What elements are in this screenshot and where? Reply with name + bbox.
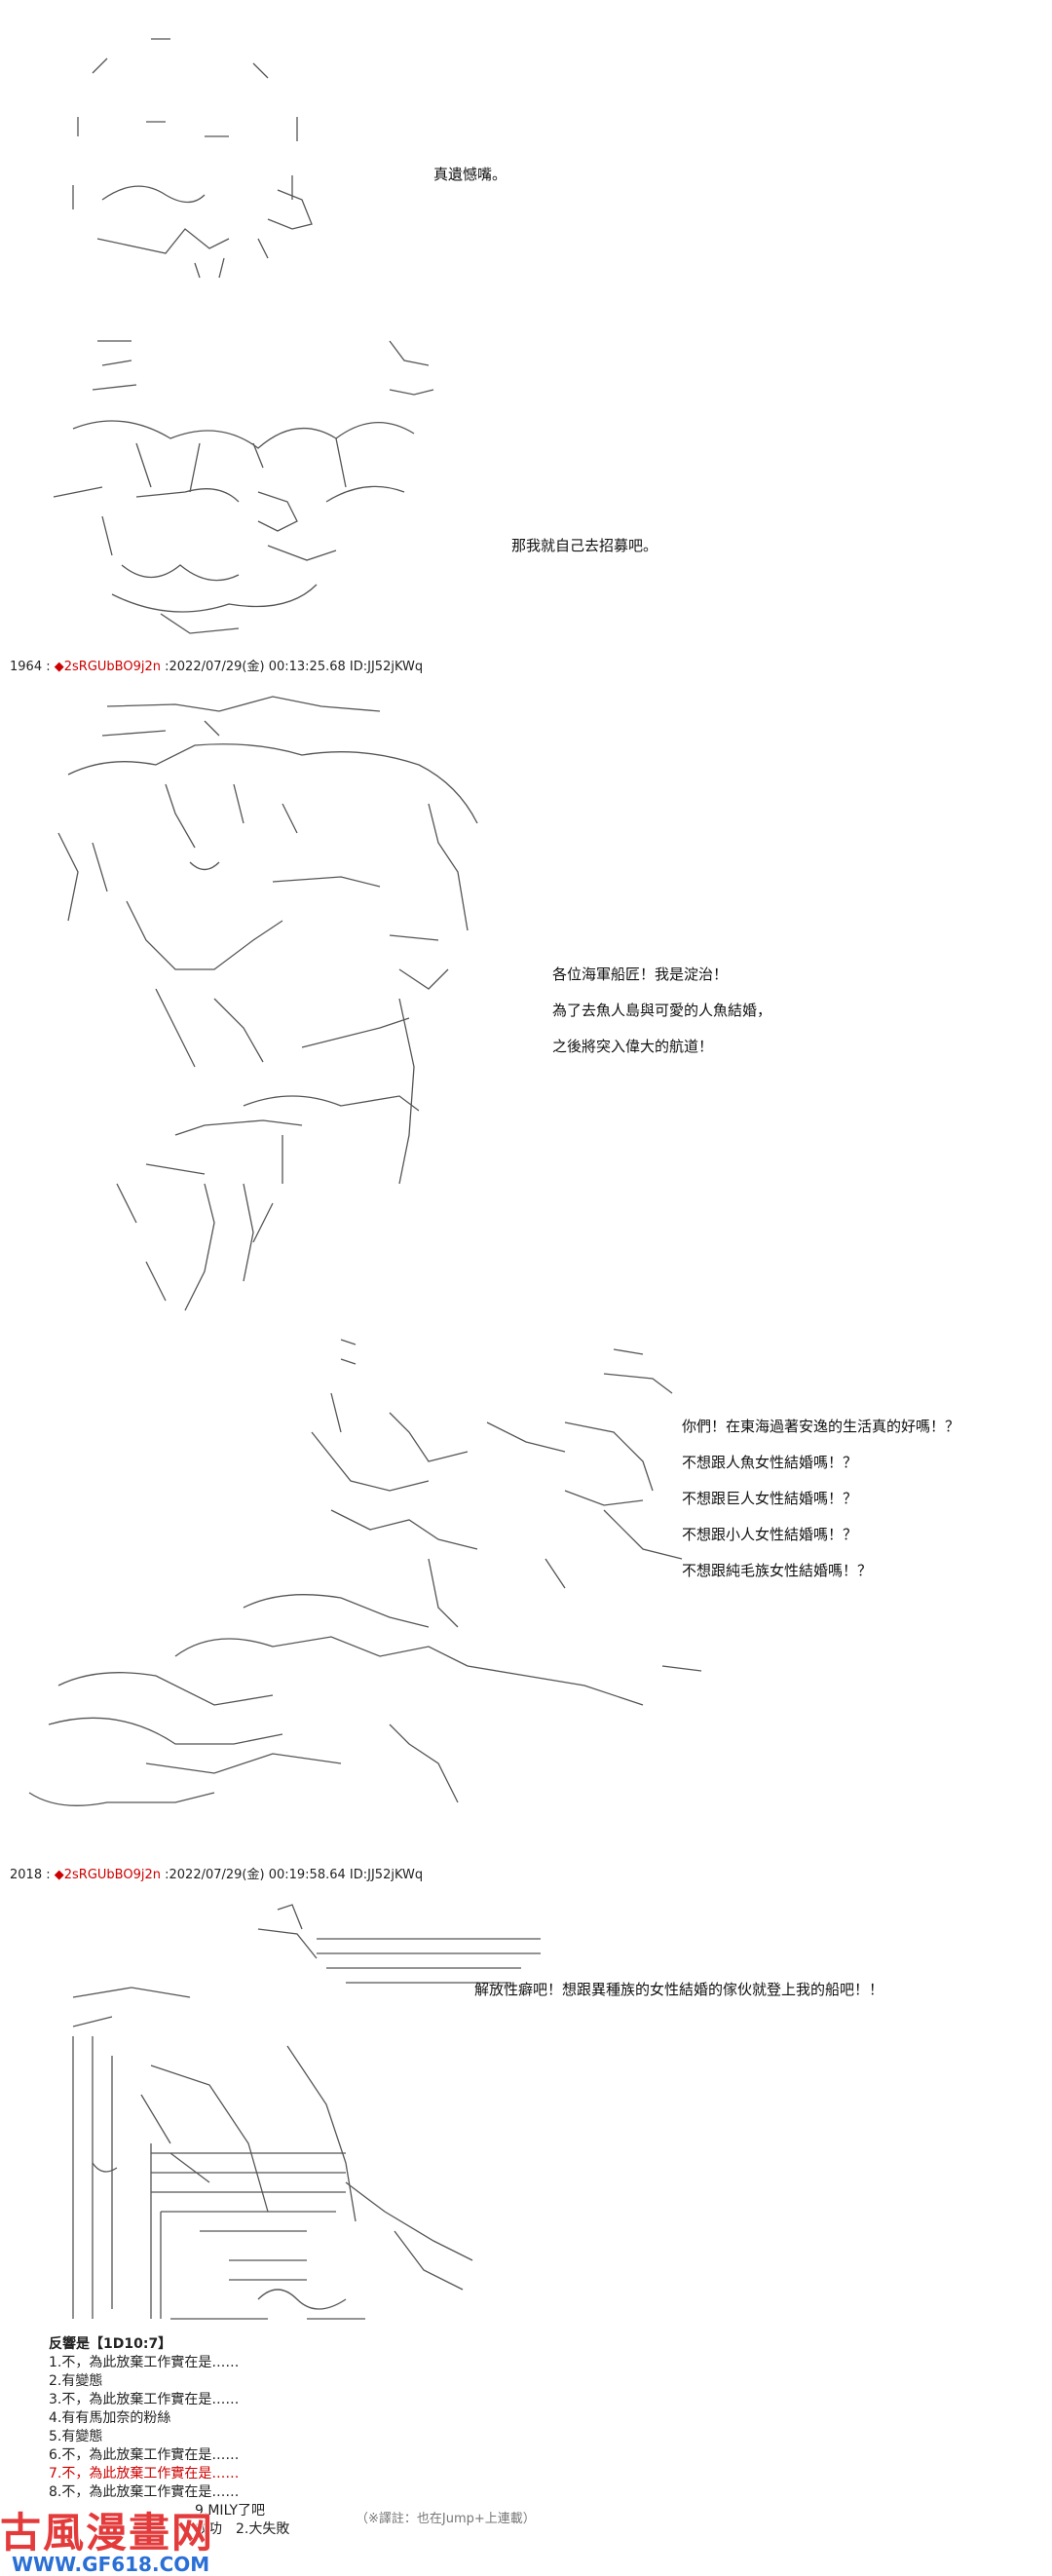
dialogue-line: 為了去魚人島與可愛的人魚結婚， <box>552 1002 772 1019</box>
ascii-art-ship-scene <box>54 1890 560 2329</box>
list-item: 4.有有馬加奈的粉絲 <box>49 2410 171 2426</box>
post-header: 1964 : ◆2sRGUbBO9j2n :2022/07/29(金) 00:1… <box>10 660 424 674</box>
watermark-url[interactable]: WWW.GF618.COM <box>12 2553 210 2576</box>
trip-diamond-icon: ◆ <box>54 1868 64 1882</box>
dialogue-line: 不想跟人魚女性結婚嗎！？ <box>682 1454 858 1471</box>
post-number: 1964 <box>10 660 43 674</box>
dialogue-line: 不想跟純毛族女性結婚嗎！？ <box>682 1562 873 1579</box>
trip-diamond-icon: ◆ <box>54 660 64 674</box>
list-item: 5.有變態 <box>49 2429 103 2444</box>
list-item: 2.有變態 <box>49 2373 103 2389</box>
dialogue-line: 解放性癖吧！想跟異種族的女性結婚的傢伙就登上我的船吧！！ <box>474 1981 884 1998</box>
reaction-list: 反響是【1D10:7】 1.不，為此放棄工作實在是…… 2.有變態 3.不，為此… <box>49 2335 289 2539</box>
ascii-art-face-1 <box>58 29 370 283</box>
post-trip[interactable]: 2sRGUbBO9j2n <box>63 1868 161 1882</box>
post-datetime: :2022/07/29(金) 00:13:25.68 ID:JJ52jKWq <box>165 660 424 674</box>
list-item-highlighted: 7.不，為此放棄工作實在是…… <box>49 2466 240 2481</box>
ascii-art-shouting-man <box>49 677 536 1320</box>
dialogue-line: 各位海軍船匠！我是淀治！ <box>552 966 729 983</box>
post-datetime: :2022/07/29(金) 00:19:58.64 ID:JJ52jKWq <box>165 1868 424 1882</box>
reaction-heading: 反響是【1D10:7】 <box>49 2336 172 2352</box>
dialogue-line: 真遺憾嘴。 <box>433 166 507 183</box>
dialogue-line: 不想跟小人女性結婚嗎！？ <box>682 1526 858 1543</box>
ascii-art-face-2 <box>44 322 463 643</box>
watermark-title: 古風漫畫网 <box>0 2509 215 2557</box>
translator-note: （※譯註：也在Jump+上連載） <box>356 2512 536 2526</box>
ascii-art-speech-scene <box>19 1335 740 1822</box>
list-item: 9.MILY了吧 <box>195 2503 266 2519</box>
list-item: 8.不，為此放棄工作實在是…… <box>49 2484 240 2500</box>
dialogue-line: 那我就自己去招募吧。 <box>511 537 658 554</box>
list-item: 3.不，為此放棄工作實在是…… <box>49 2392 240 2407</box>
list-item: 成功 2.大失敗 <box>195 2521 290 2537</box>
watermark: 古風漫畫网 WWW.GF618.COM <box>0 2509 215 2576</box>
list-item: 1.不，為此放棄工作實在是…… <box>49 2355 240 2370</box>
list-item: 6.不，為此放棄工作實在是…… <box>49 2447 240 2463</box>
post-number: 2018 <box>10 1868 43 1882</box>
post-trip[interactable]: 2sRGUbBO9j2n <box>63 660 161 674</box>
dialogue-line: 不想跟巨人女性結婚嗎！？ <box>682 1490 858 1507</box>
dialogue-line: 之後將突入偉大的航道！ <box>552 1038 714 1055</box>
dialogue-line: 你們！在東海過著安逸的生活真的好嗎！？ <box>682 1418 960 1435</box>
post-header: 2018 : ◆2sRGUbBO9j2n :2022/07/29(金) 00:1… <box>10 1868 424 1882</box>
